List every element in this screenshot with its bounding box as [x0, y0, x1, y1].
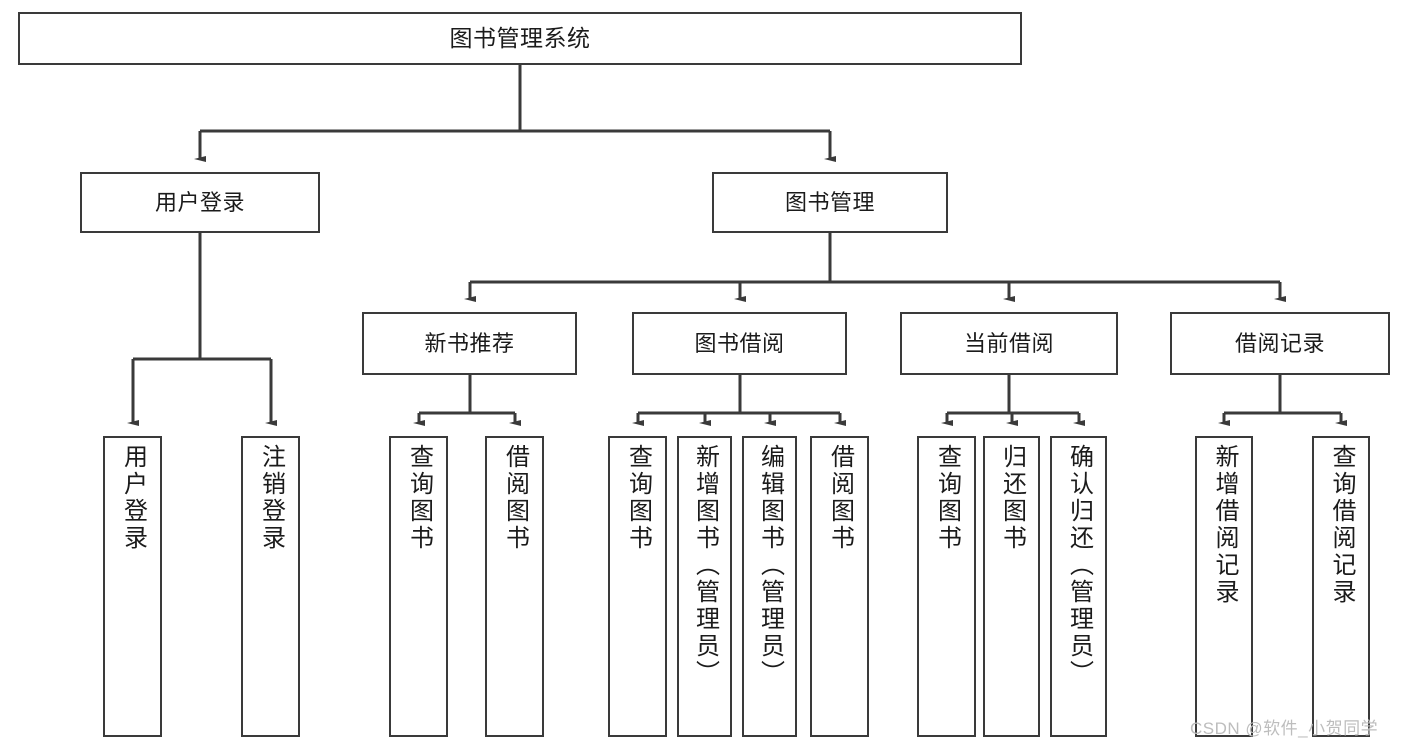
node-leaf-query-record[interactable]: 查询借阅记录	[1312, 436, 1370, 737]
node-label: 新书推荐	[424, 330, 515, 356]
node-leaf-edit-book[interactable]: 编辑图书（管理员）	[742, 436, 797, 737]
node-label: 图书管理系统	[449, 24, 591, 51]
node-root[interactable]: 图书管理系统	[18, 12, 1022, 65]
node-leaf-borrow-book-2[interactable]: 借阅图书	[810, 436, 869, 737]
node-new-book-rec[interactable]: 新书推荐	[362, 312, 577, 375]
node-label: 用户登录	[119, 444, 147, 552]
node-book-manage[interactable]: 图书管理	[712, 172, 948, 233]
node-label: 借阅图书	[826, 444, 854, 552]
node-current-borrow[interactable]: 当前借阅	[900, 312, 1118, 375]
node-label: 查询借阅记录	[1328, 444, 1355, 606]
node-label: 归还图书	[998, 444, 1026, 552]
node-label: 查询图书	[933, 444, 961, 552]
node-borrow-record[interactable]: 借阅记录	[1170, 312, 1390, 375]
node-label: 查询图书	[405, 444, 433, 552]
node-label: 图书管理	[784, 189, 875, 215]
node-leaf-return-book[interactable]: 归还图书	[983, 436, 1040, 737]
node-label: 借阅记录	[1234, 330, 1325, 356]
node-leaf-confirm-return[interactable]: 确认归还（管理员）	[1050, 436, 1107, 737]
node-label: 注销登录	[257, 444, 285, 552]
node-leaf-add-book[interactable]: 新增图书（管理员）	[677, 436, 732, 737]
node-leaf-query-book-2[interactable]: 查询图书	[608, 436, 667, 737]
node-label: 当前借阅	[963, 330, 1054, 356]
csdn-watermark: CSDN @软件_小贺同学	[1190, 719, 1379, 738]
node-leaf-query-book-1[interactable]: 查询图书	[389, 436, 448, 737]
node-label: 新增图书（管理员）	[691, 444, 719, 687]
node-leaf-add-record[interactable]: 新增借阅记录	[1195, 436, 1253, 737]
node-book-borrow[interactable]: 图书借阅	[632, 312, 847, 375]
node-label: 编辑图书（管理员）	[756, 444, 784, 687]
node-leaf-query-book-3[interactable]: 查询图书	[917, 436, 976, 737]
node-label: 新增借阅记录	[1211, 444, 1238, 606]
node-label: 借阅图书	[501, 444, 529, 552]
node-label: 图书借阅	[694, 330, 785, 356]
node-user-login[interactable]: 用户登录	[80, 172, 320, 233]
node-label: 查询图书	[624, 444, 652, 552]
node-leaf-borrow-book-1[interactable]: 借阅图书	[485, 436, 544, 737]
node-leaf-logout[interactable]: 注销登录	[241, 436, 300, 737]
node-label: 确认归还（管理员）	[1065, 444, 1093, 687]
node-label: 用户登录	[154, 189, 245, 215]
node-leaf-user-login[interactable]: 用户登录	[103, 436, 162, 737]
